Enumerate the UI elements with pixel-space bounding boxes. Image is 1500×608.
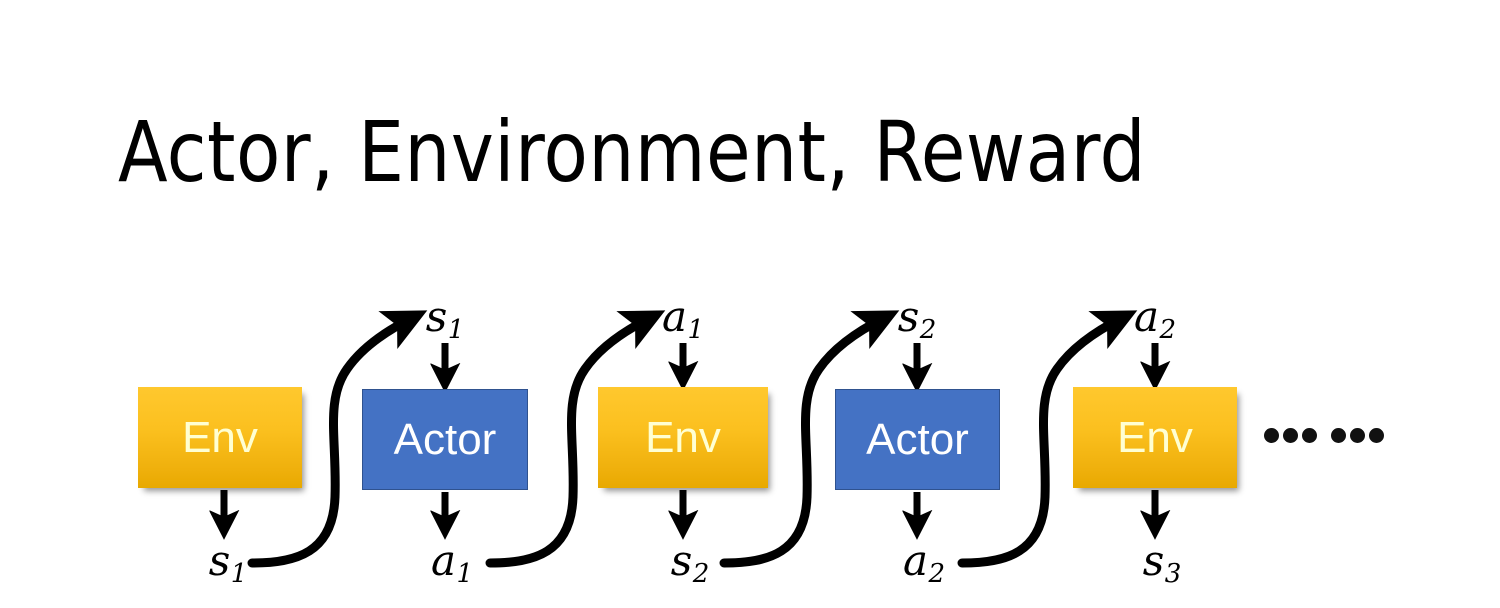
node-actor-2[interactable]: Actor bbox=[835, 389, 1000, 490]
label-top-a1: a1 bbox=[662, 292, 704, 345]
node-label: Actor bbox=[866, 414, 969, 464]
ellipsis-dot bbox=[1331, 428, 1346, 443]
label-sub: 3 bbox=[1164, 559, 1182, 590]
label-sub: 1 bbox=[230, 559, 248, 590]
label-sub: 1 bbox=[687, 315, 705, 346]
ellipsis-dot bbox=[1369, 428, 1384, 443]
node-env-3[interactable]: Env bbox=[1073, 387, 1237, 488]
ellipsis-dots bbox=[1264, 428, 1384, 443]
label-bottom-s2: s2 bbox=[671, 536, 710, 589]
label-sub: 2 bbox=[1159, 315, 1177, 346]
label-base: a bbox=[1133, 292, 1159, 341]
node-actor-1[interactable]: Actor bbox=[362, 389, 528, 490]
s-curve-s1-to-s1 bbox=[247, 310, 428, 568]
label-top-s1: s1 bbox=[426, 292, 465, 345]
node-label: Env bbox=[1117, 412, 1193, 462]
label-sub: 1 bbox=[447, 315, 465, 346]
ellipsis-dot bbox=[1264, 428, 1279, 443]
page-title: Actor, Environment, Reward bbox=[118, 103, 1147, 201]
s-curve-a1-to-a1 bbox=[485, 310, 666, 568]
node-label: Env bbox=[182, 412, 258, 462]
label-bottom-s3: s3 bbox=[1143, 536, 1182, 589]
ellipsis-dot bbox=[1350, 428, 1365, 443]
label-base: a bbox=[661, 292, 687, 341]
label-top-s2: s2 bbox=[898, 292, 937, 345]
label-sub: 2 bbox=[692, 559, 710, 590]
node-label: Env bbox=[645, 412, 721, 462]
s-curve-a2-to-a2 bbox=[957, 310, 1138, 568]
label-base: a bbox=[902, 536, 928, 585]
label-base: s bbox=[208, 536, 231, 585]
ellipsis-dot bbox=[1302, 428, 1317, 443]
s-curve-s2-to-s2 bbox=[719, 310, 900, 568]
label-base: s bbox=[1142, 536, 1165, 585]
node-label: Actor bbox=[393, 414, 497, 464]
label-top-a2: a2 bbox=[1134, 292, 1176, 345]
label-sub: 1 bbox=[456, 559, 474, 590]
ellipsis-dot bbox=[1283, 428, 1298, 443]
node-env-1[interactable]: Env bbox=[138, 387, 302, 488]
label-bottom-a2: a2 bbox=[903, 536, 945, 589]
label-bottom-a1: a1 bbox=[431, 536, 473, 589]
label-base: s bbox=[670, 536, 693, 585]
ellipsis-gap bbox=[1321, 435, 1327, 436]
node-env-2[interactable]: Env bbox=[598, 387, 768, 488]
label-base: s bbox=[897, 292, 920, 341]
label-sub: 2 bbox=[919, 315, 937, 346]
label-sub: 2 bbox=[928, 559, 946, 590]
label-base: s bbox=[425, 292, 448, 341]
label-base: a bbox=[430, 536, 456, 585]
label-bottom-s1: s1 bbox=[209, 536, 248, 589]
